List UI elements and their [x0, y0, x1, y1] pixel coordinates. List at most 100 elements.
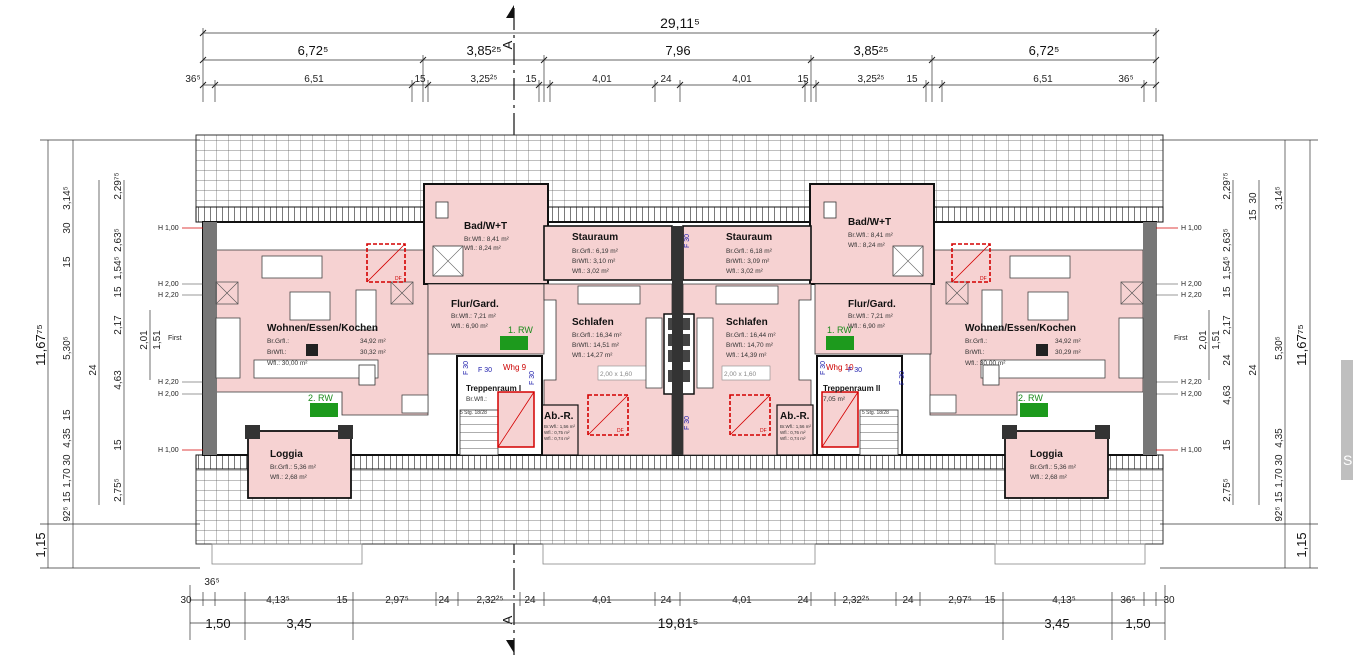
level-left-h100-bottom: H 1,00	[158, 447, 179, 454]
side-panel-tab-label: S	[1343, 452, 1353, 468]
bottom-dimensions	[189, 585, 1166, 640]
dim-left-window-2: 1,51	[152, 330, 163, 350]
dim-bottom-fine-1: 30	[180, 595, 192, 606]
dim-right-window-2: 1,51	[1211, 330, 1222, 350]
room-area-bedroom-left-1: Br.Grfl.: 16,34 m²	[572, 332, 622, 339]
dim-right-inner-8: 15	[1222, 439, 1233, 451]
dim-right-mid-5: 24	[1248, 364, 1259, 376]
level-right-h100-top: H 1,00	[1181, 225, 1202, 232]
unit-label-whg9: Whg 9	[503, 363, 527, 372]
room-area-flur-left-2: Wfl.: 6,90 m²	[451, 323, 489, 330]
room-name-flur-left: Flur/Gard.	[451, 299, 499, 310]
room-name-bath-right: Bad/W+T	[848, 217, 891, 228]
level-left-h220-top: H 2,20	[158, 292, 179, 299]
fire-rating-7: F 30	[848, 367, 862, 374]
room-area-loggia-right-1: Br.Grfl.: 5,36 m²	[1030, 464, 1077, 471]
dim-left-mid-7: 30	[62, 454, 73, 466]
dim-top-fine-4: 3,25²⁵	[471, 74, 498, 85]
room-area-flur-right-1: Br.Wfl.: 7,21 m²	[848, 313, 894, 320]
room-labels-left: Bad/W+T Br.Wfl.: 8,41 m² Wfl.: 8,24 m² F…	[267, 221, 622, 481]
dim-left-inner-1: 2,29⁷⁵	[113, 172, 124, 199]
level-right-h200-bottom: H 2,00	[1181, 391, 1202, 398]
level-right-h200-top: H 2,00	[1181, 281, 1202, 288]
dim-bottom-fine-11: 24	[797, 595, 809, 606]
level-right-first: First	[1174, 335, 1188, 342]
room-name-storage-left: Stauraum	[572, 232, 618, 243]
dim-left-inner-9: 2,75⁵	[113, 478, 124, 502]
dim-top-fine-5: 15	[525, 74, 537, 85]
room-name-bedroom-right: Schlafen	[726, 317, 768, 328]
dim-bottom-fine-17: 36⁵	[1120, 595, 1135, 606]
fire-rating-2: F 30	[478, 367, 492, 374]
room-area-bedroom-left-2: BrWfl.: 14,51 m²	[572, 342, 620, 349]
exit-label-rw2-right: 2. RW	[1018, 393, 1043, 403]
room-name-stairs-left: Treppenraum I	[466, 384, 521, 393]
dim-bottom-fine-6: 2,32²⁵	[477, 595, 504, 606]
room-area-living-right-1: Br.Grfl.:	[965, 338, 987, 345]
left-dimension-lines	[40, 139, 200, 569]
room-value-living-left-1: 34,92 m²	[360, 338, 386, 345]
room-area-living-left-2: BrWfl.:	[267, 349, 287, 356]
dim-right-mid-6: 4,35	[1274, 428, 1285, 448]
dim-right-mid-7: 30	[1274, 454, 1285, 466]
room-area-living-left-1: Br.Grfl.:	[267, 338, 289, 345]
room-name-flur-right: Flur/Gard.	[848, 299, 896, 310]
misc-labels: Whg 9 Whg 10 1. RW 1. RW 2. RW 2. RW F 3…	[308, 234, 1043, 434]
dim-left-inner-6: 24	[88, 364, 99, 376]
dim-left-inner-2: 2,63⁵	[113, 228, 124, 252]
dim-right-mid-1: 3,14⁵	[1274, 186, 1285, 210]
room-name-bedroom-left: Schlafen	[572, 317, 614, 328]
window-size-right: 2,00 x 1,60	[724, 371, 757, 378]
dim-left-mid-10: 92⁵	[62, 506, 73, 521]
roof-top	[195, 134, 1164, 208]
dim-bottom-fine-top: 36⁵	[204, 577, 219, 588]
skylight-label-4: DF	[760, 428, 767, 434]
dim-bottom-fine-3: 15	[336, 595, 348, 606]
fire-rating-3: F 30	[529, 371, 536, 385]
dim-left-window-1: 2,01	[139, 330, 150, 350]
fire-rating-1: F 30	[463, 361, 470, 375]
window-size-left: 2,00 x 1,60	[600, 371, 633, 378]
side-panel-tab[interactable]: S	[1341, 360, 1353, 480]
dim-left-mid-8: 1,70	[62, 468, 73, 488]
dim-top-mid-3: 7,96	[665, 43, 690, 58]
dim-top-fine-13: 36⁵	[1118, 74, 1133, 85]
dim-left-inner-3: 1,54⁵	[113, 256, 124, 280]
axis-label-bottom: A	[500, 615, 515, 624]
level-right-h220-bottom: H 2,20	[1181, 379, 1202, 386]
room-name-living-right: Wohnen/Essen/Kochen	[965, 323, 1076, 334]
dim-left-outer-1: 11,67⁷⁵	[33, 324, 48, 366]
dim-right-outer-1: 11,67⁷⁵	[1294, 324, 1309, 366]
dim-left-mid-1: 3,14⁵	[62, 186, 73, 210]
fire-rating-5: F 30	[684, 416, 691, 430]
dim-right-inner-2: 2,63⁵	[1222, 228, 1233, 252]
dim-right-inner-7: 4,63	[1222, 385, 1233, 405]
skylight-label-1: DF	[395, 276, 402, 282]
skylight-label-2: DF	[980, 276, 987, 282]
interior	[202, 183, 1157, 499]
dim-left-inner-7: 4,63	[113, 370, 124, 390]
dim-left-outer-2: 1,15	[33, 532, 48, 557]
dim-right-mid-3: 15	[1248, 209, 1259, 221]
dim-top-fine-8: 4,01	[732, 74, 752, 85]
room-area-storage-left-2: BrWfl.: 3,10 m²	[572, 258, 616, 265]
room-area-flur-right-2: Wfl.: 6,90 m²	[848, 323, 886, 330]
dim-bottom-fine-4: 2,97⁵	[385, 595, 409, 606]
dim-left-mid-4: 5,30⁵	[62, 336, 73, 360]
fire-rating-8: F 30	[899, 371, 906, 385]
room-area-bedroom-left-3: Wfl.: 14,27 m²	[572, 352, 613, 359]
room-area-bedroom-right-2: BrWfl.: 14,70 m²	[726, 342, 774, 349]
fire-rating-6: F 30	[820, 361, 827, 375]
dim-top-fine-9: 15	[797, 74, 809, 85]
dim-top-mid-2: 3,85²⁵	[466, 43, 501, 58]
dim-bottom-fine-7: 24	[524, 595, 536, 606]
dim-bottom-fine-15: 15	[984, 595, 996, 606]
room-area-stairs-left: Br.Wfl.:	[466, 396, 487, 403]
dim-left-mid-5: 15	[62, 409, 73, 421]
room-name-stairs-right: Treppenraum II	[823, 384, 880, 393]
dim-right-inner-3: 1,54⁵	[1222, 256, 1233, 280]
room-area-bath-left-1: Br.Wfl.: 8,41 m²	[464, 236, 510, 243]
room-value-living-left-2: 30,32 m²	[360, 349, 386, 356]
room-area-storage-small-right-1: Br.Wfl.: 1,56 m²	[780, 424, 812, 429]
dim-bottom-big-1: 1,50	[205, 616, 230, 631]
